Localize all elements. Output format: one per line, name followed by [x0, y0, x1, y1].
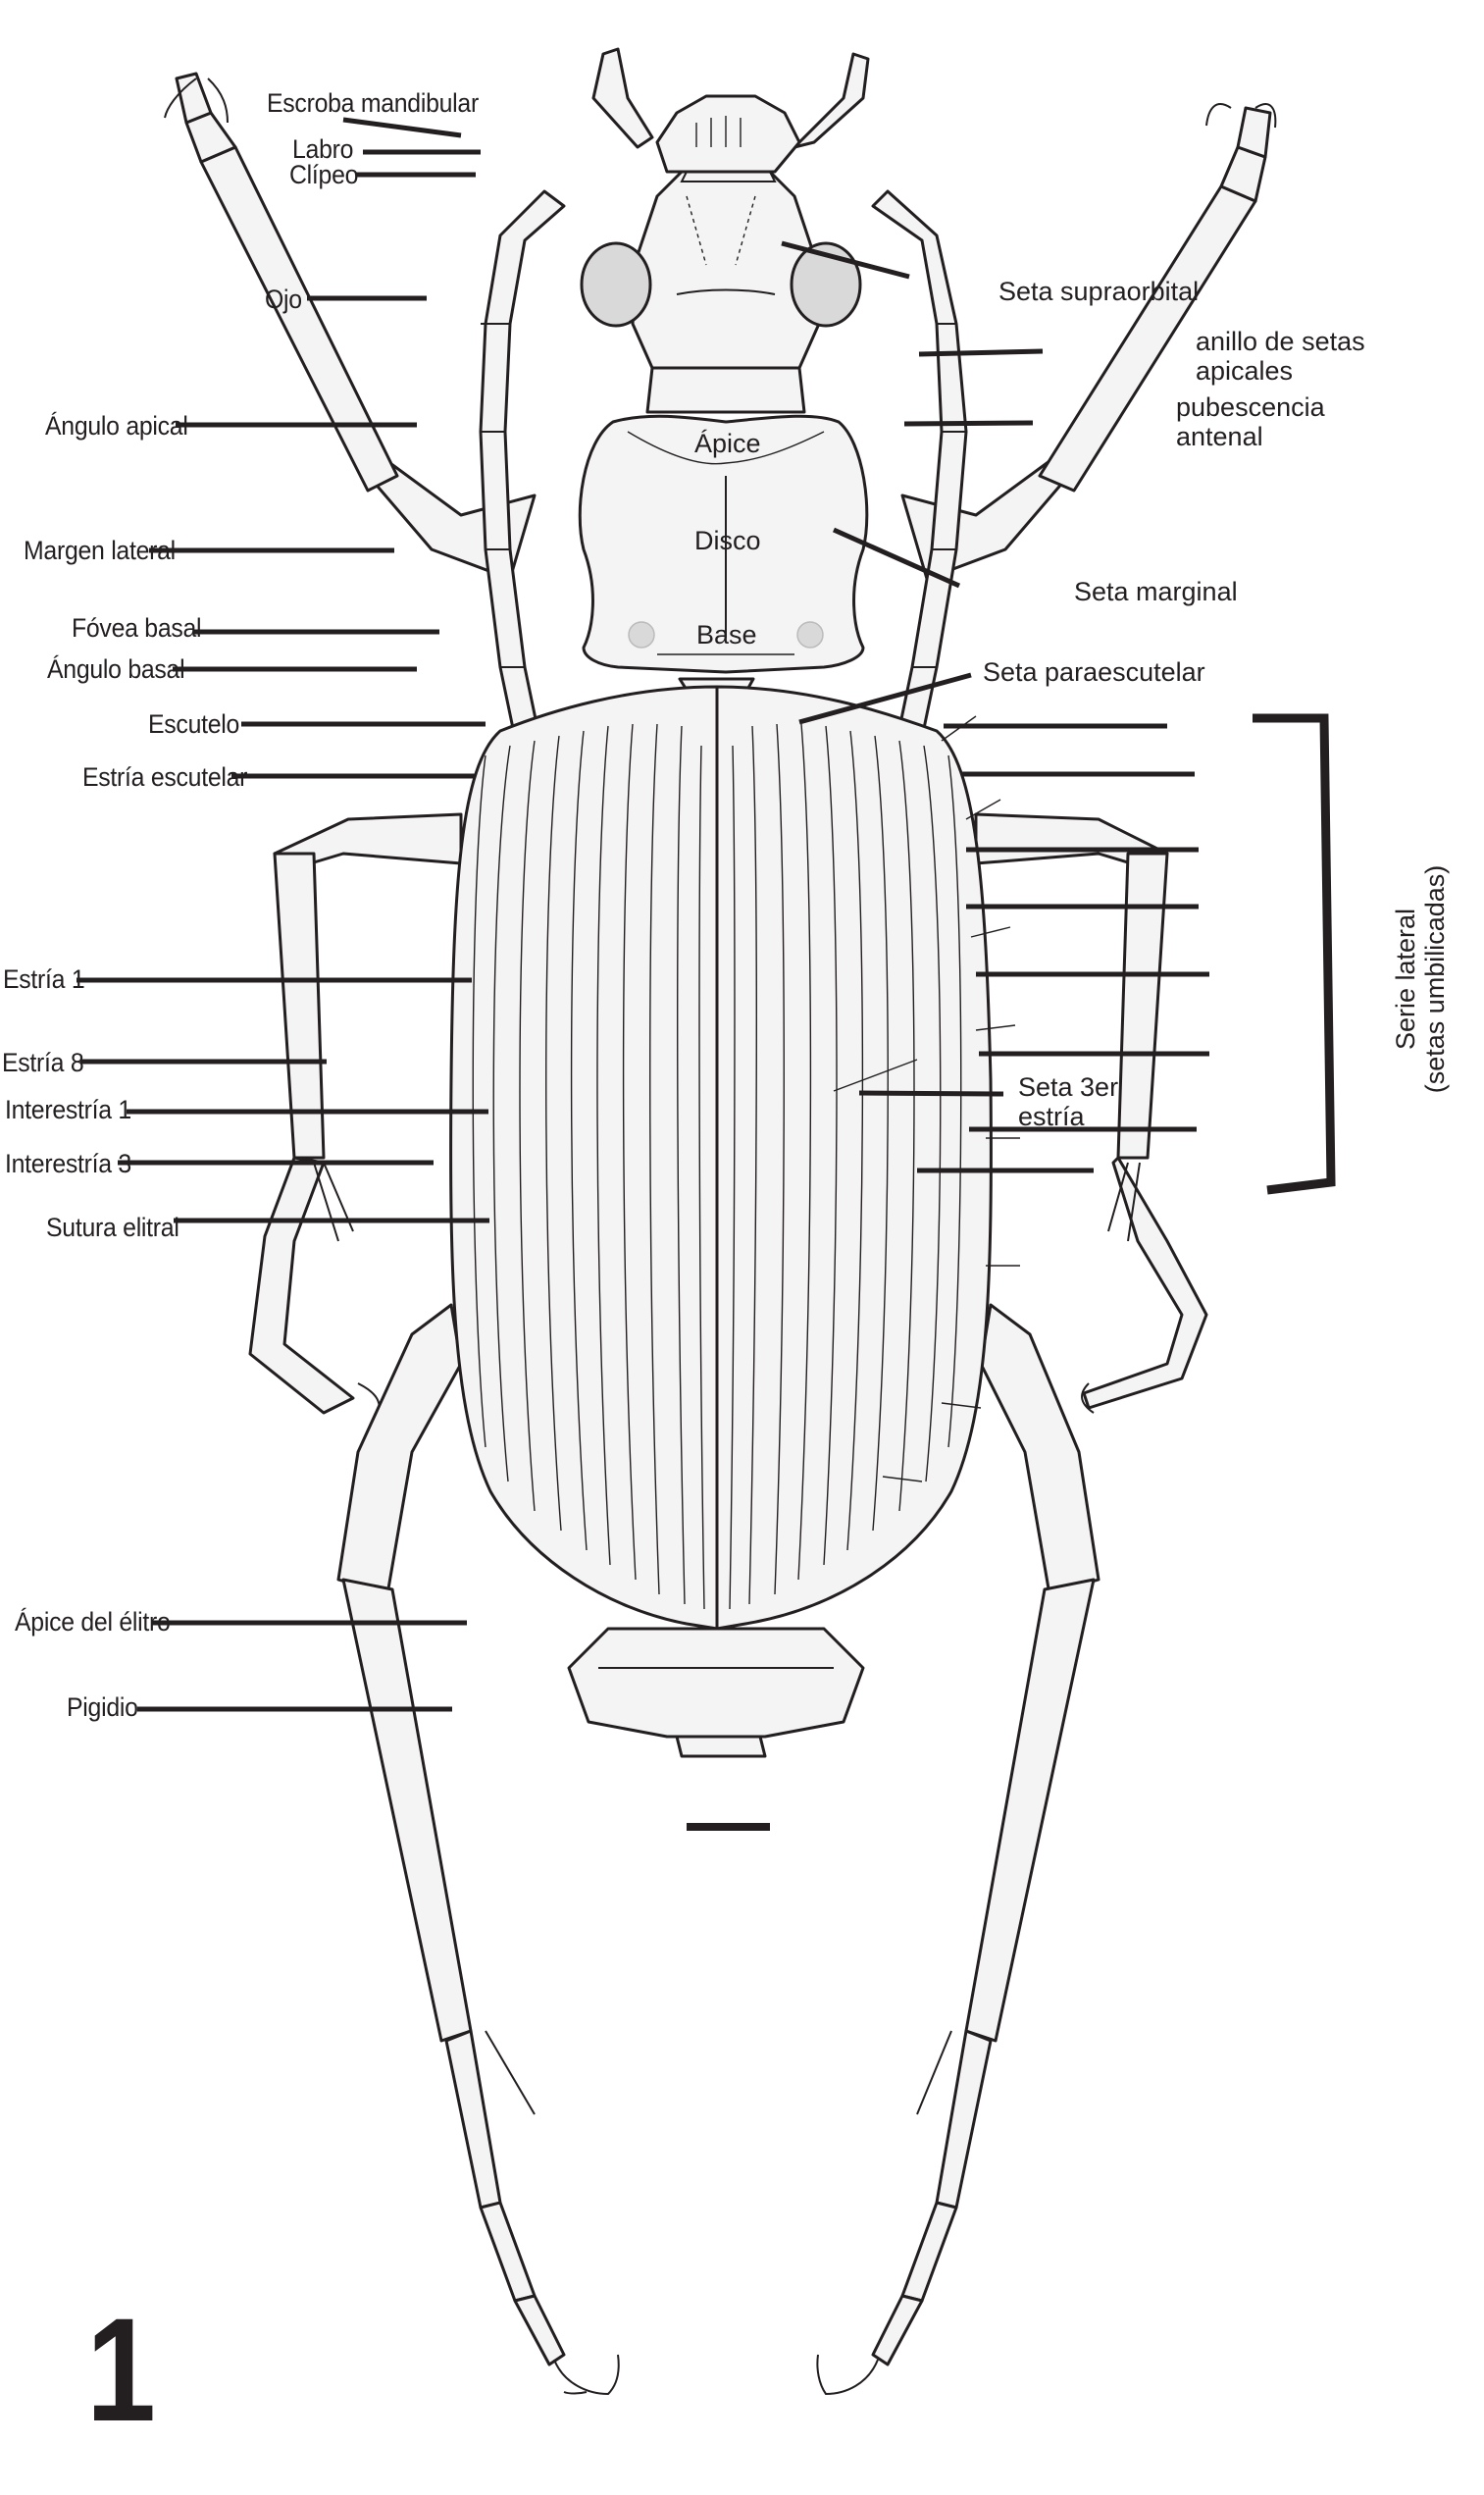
label-seta-3er-line1: Seta 3er [1018, 1072, 1119, 1102]
label-serie-lateral: Serie lateral (setas umbilicadas) [1391, 832, 1450, 1126]
label-escroba-mandibular: Escroba mandibular [267, 88, 479, 118]
label-apice-elitro: Ápice del élitro [15, 1607, 171, 1637]
right-eye [790, 241, 862, 328]
label-pubescencia-line2: antenal [1176, 422, 1263, 451]
label-pigidio: Pigidio [67, 1692, 138, 1722]
label-escutelo: Escutelo [148, 709, 240, 739]
label-apice: Ápice [694, 429, 761, 458]
label-angulo-basal: Ángulo basal [47, 654, 185, 684]
label-interestria-1: Interestría 1 [5, 1095, 131, 1124]
figure-number: 1 [86, 2287, 156, 2452]
label-disco: Disco [694, 526, 761, 555]
scale-bar [687, 1823, 770, 1831]
label-pubescencia: pubescencia antenal [1176, 392, 1325, 451]
label-seta-paraescutelar: Seta paraescutelar [983, 657, 1205, 687]
label-interestria-3: Interestría 3 [5, 1149, 131, 1178]
head [580, 94, 862, 414]
label-serie-lateral-line2: (setas umbilicadas) [1420, 864, 1450, 1094]
label-angulo-apical: Ángulo apical [45, 411, 188, 441]
label-labro: Labro [292, 134, 354, 164]
label-anillo-line2: apicales [1196, 356, 1294, 386]
label-estria-1: Estría 1 [3, 964, 85, 994]
lead-lines-left [77, 117, 489, 1712]
legs [164, 72, 1277, 2396]
label-base: Base [696, 620, 757, 650]
label-clipeo: Clípeo [289, 160, 359, 189]
left-eye [580, 241, 652, 328]
label-serie-lateral-line1: Serie lateral [1391, 908, 1420, 1051]
elytra [449, 685, 1020, 1631]
label-anillo-line1: anillo de setas [1196, 327, 1365, 356]
label-fovea-basal: Fóvea basal [72, 613, 202, 643]
label-anillo-setas: anillo de setas apicales [1196, 327, 1365, 386]
label-estria-escutelar: Estría escutelar [82, 762, 248, 792]
label-margen-lateral: Margen lateral [24, 536, 176, 565]
abdomen [567, 1627, 865, 1758]
label-seta-supraorbital: Seta supraorbital [998, 277, 1200, 306]
label-seta-3er-line2: estría [1018, 1102, 1085, 1131]
label-sutura-elitral: Sutura elitral [46, 1213, 179, 1242]
label-ojo: Ojo [265, 285, 302, 314]
label-seta-marginal: Seta marginal [1074, 577, 1238, 606]
lateral-series-bracket [1253, 713, 1336, 1195]
label-estria-8: Estría 8 [2, 1048, 84, 1077]
label-pubescencia-line1: pubescencia [1176, 392, 1325, 422]
lead-lines-right [781, 240, 1209, 1173]
label-seta-3er-estria: Seta 3er estría [1018, 1072, 1118, 1131]
